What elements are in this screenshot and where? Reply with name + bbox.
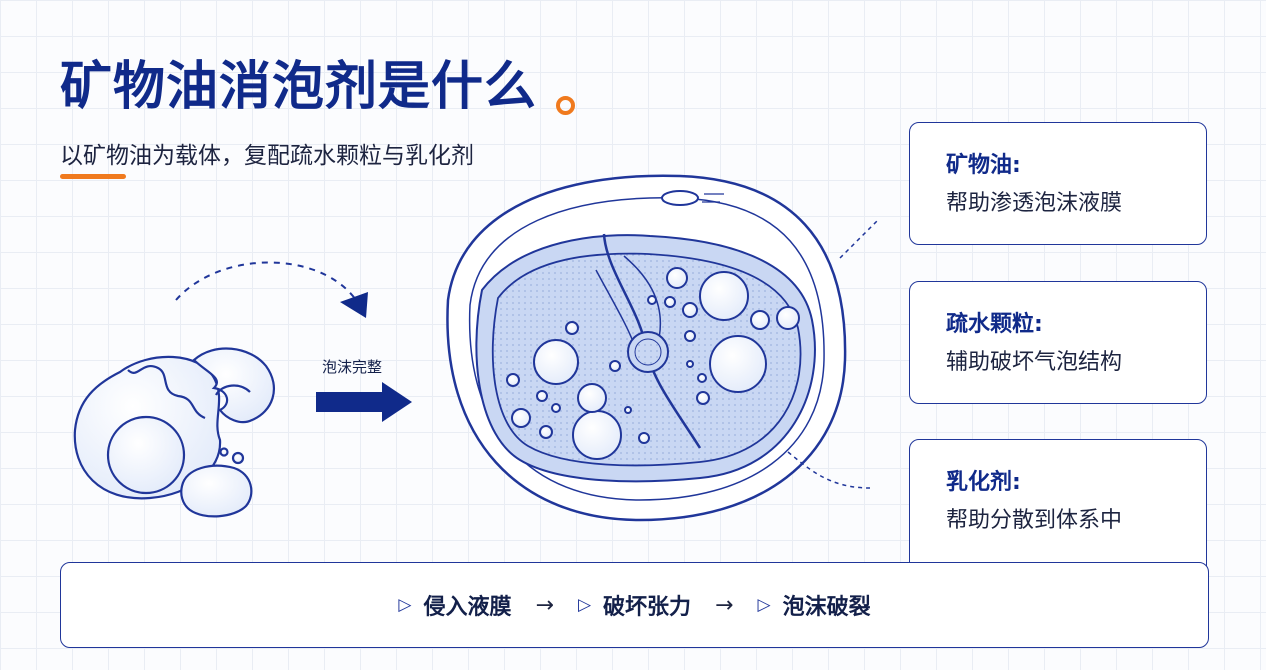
card-connectors [787, 219, 879, 489]
process-step-label: 破坏张力 [603, 595, 692, 620]
card-mineral-oil: 矿物油: 帮助渗透泡沫液膜 [909, 122, 1207, 245]
card-title: 疏水颗粒: [946, 312, 1043, 337]
card-text: 帮助分散到体系中 [946, 508, 1123, 533]
card-text: 辅助破坏气泡结构 [946, 350, 1123, 375]
card-title: 矿物油: [946, 153, 1021, 178]
card-emulsifier: 乳化剂: 帮助分散到体系中 [909, 439, 1207, 579]
process-steps-bar: ▷ 侵入液膜 → ▷ 破坏张力 → ▷ 泡沫破裂 [60, 562, 1209, 648]
process-step: ▷ 破坏张力 [578, 589, 691, 621]
page-title: 矿物油消泡剂是什么 [60, 57, 538, 117]
foam-complete-label: 泡沫完整 [322, 358, 382, 376]
play-triangle-icon: ▷ [398, 595, 412, 615]
process-step-label: 泡沫破裂 [782, 595, 871, 620]
process-step-label: 侵入液膜 [423, 595, 512, 620]
card-title: 乳化剂: [946, 470, 1021, 495]
foam-cross-section [446, 174, 847, 522]
card-text: 帮助渗透泡沫液膜 [946, 191, 1123, 216]
page-subtitle: 以矿物油为载体，复配疏水颗粒与乳化剂 [60, 143, 474, 169]
subtitle-accent-bar [60, 174, 126, 179]
broken-foam-icon [73, 347, 276, 518]
play-triangle-icon: ▷ [577, 595, 592, 615]
right-arrow-icon: → [535, 592, 554, 618]
card-hydrophobic-particles: 疏水颗粒: 辅助破坏气泡结构 [909, 281, 1207, 404]
title-accent-dot [556, 96, 575, 115]
play-triangle-icon: ▷ [757, 595, 771, 615]
process-step: ▷ 泡沫破裂 [757, 589, 870, 621]
dashed-flow-arrow [175, 261, 368, 318]
process-step: ▷ 侵入液膜 [398, 589, 511, 621]
right-arrow-icon: → [715, 592, 734, 618]
right-arrow-icon [316, 382, 412, 422]
